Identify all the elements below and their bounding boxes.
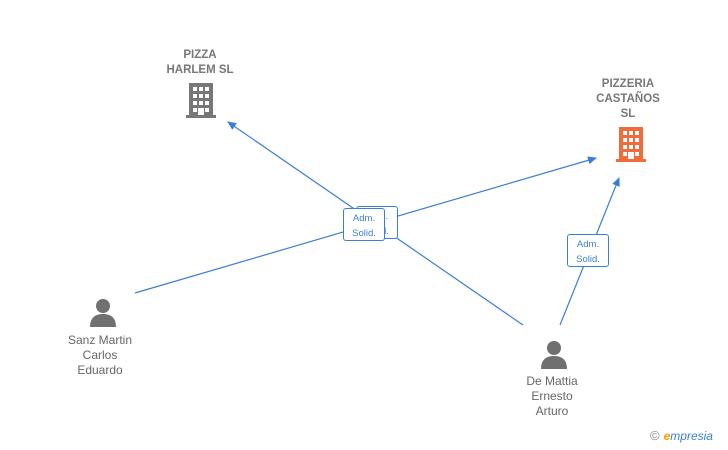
brand-name: mpresia (670, 429, 713, 443)
edge-label-line: Solid. (352, 228, 376, 239)
person-label-de-mattia[interactable]: De Mattia Ernesto Arturo (526, 374, 578, 418)
watermark: ©empresia (650, 428, 713, 443)
edge-label-line: Solid. (576, 254, 600, 265)
edge-label-sanz-castanos[interactable]: Adm. Solid. (343, 208, 385, 241)
person-label-sanz-martin[interactable]: Sanz Martin Carlos Eduardo (67, 333, 133, 377)
edge-label-line: Adm. (352, 213, 376, 224)
person-icon[interactable] (88, 297, 118, 327)
edge-label-line: Adm. (576, 239, 600, 250)
edge-label-demattia-castanos[interactable]: Adm. Solid. (567, 234, 609, 267)
brand-initial: e (663, 429, 671, 443)
company-label-pizza-harlem[interactable]: PIZZA HARLEM SL (166, 49, 234, 76)
building-icon[interactable] (616, 127, 646, 162)
copyright-symbol: © (650, 428, 660, 443)
building-icon[interactable] (186, 83, 216, 118)
person-icon[interactable] (539, 339, 569, 369)
company-label-pizzeria-castanos[interactable]: PIZZERIA CASTAÑOS SL (596, 78, 660, 120)
